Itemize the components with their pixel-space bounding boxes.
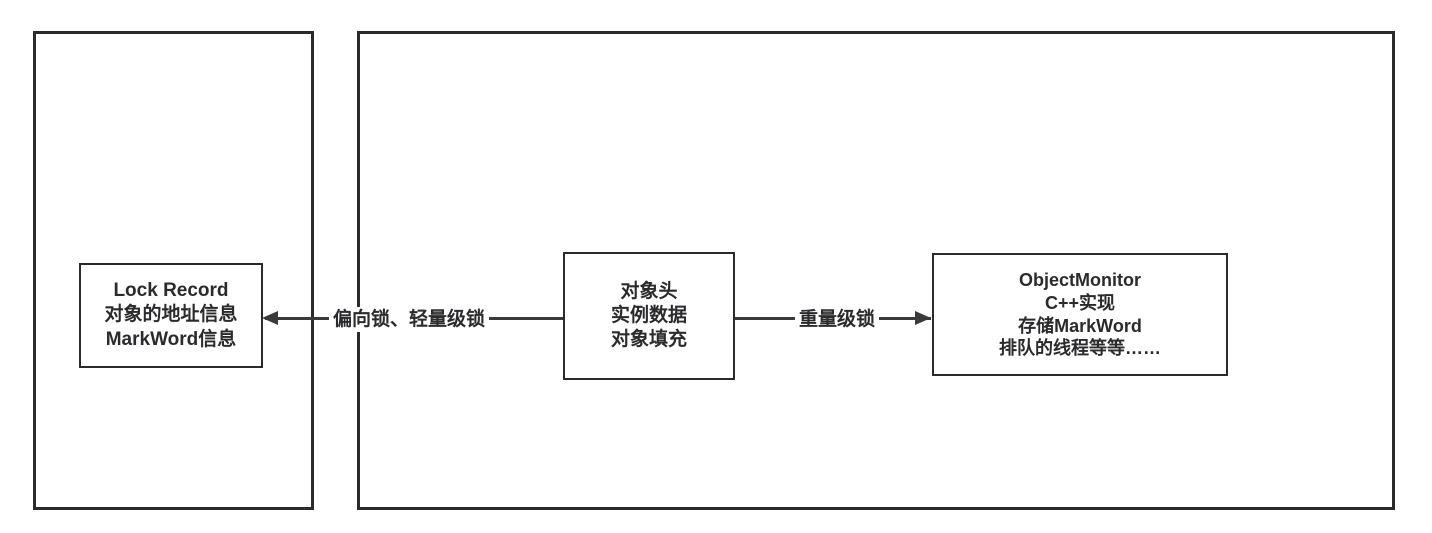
edge-label-heavyweight: 重量级锁	[795, 307, 880, 332]
node-object-monitor-line-3: 存储MarkWord	[1018, 315, 1142, 336]
node-object-layout-line-2: 实例数据	[610, 304, 687, 326]
node-object-layout[interactable]: 对象头 实例数据 对象填充	[563, 252, 735, 380]
edge-label-biased-lightweight: 偏向锁、轻量级锁	[329, 307, 490, 332]
node-lock-record-line-2: 对象的地址信息	[104, 304, 238, 326]
node-object-layout-line-1: 对象头	[620, 280, 678, 302]
node-object-monitor[interactable]: ObjectMonitor C++实现 存储MarkWord 排队的线程等等……	[932, 253, 1228, 376]
container-left-group	[33, 31, 314, 510]
arrow-right-icon	[915, 311, 931, 325]
node-object-monitor-line-1: ObjectMonitor	[1019, 270, 1141, 291]
node-object-monitor-line-4: 排队的线程等等……	[999, 338, 1161, 359]
node-lock-record[interactable]: Lock Record 对象的地址信息 MarkWord信息	[79, 263, 263, 368]
node-lock-record-line-3: MarkWord信息	[105, 328, 237, 350]
node-object-layout-line-3: 对象填充	[610, 329, 687, 351]
arrow-left-icon	[262, 311, 278, 325]
container-right-group	[357, 31, 1395, 510]
node-object-monitor-line-2: C++实现	[1044, 292, 1116, 313]
node-lock-record-line-1: Lock Record	[113, 280, 229, 302]
